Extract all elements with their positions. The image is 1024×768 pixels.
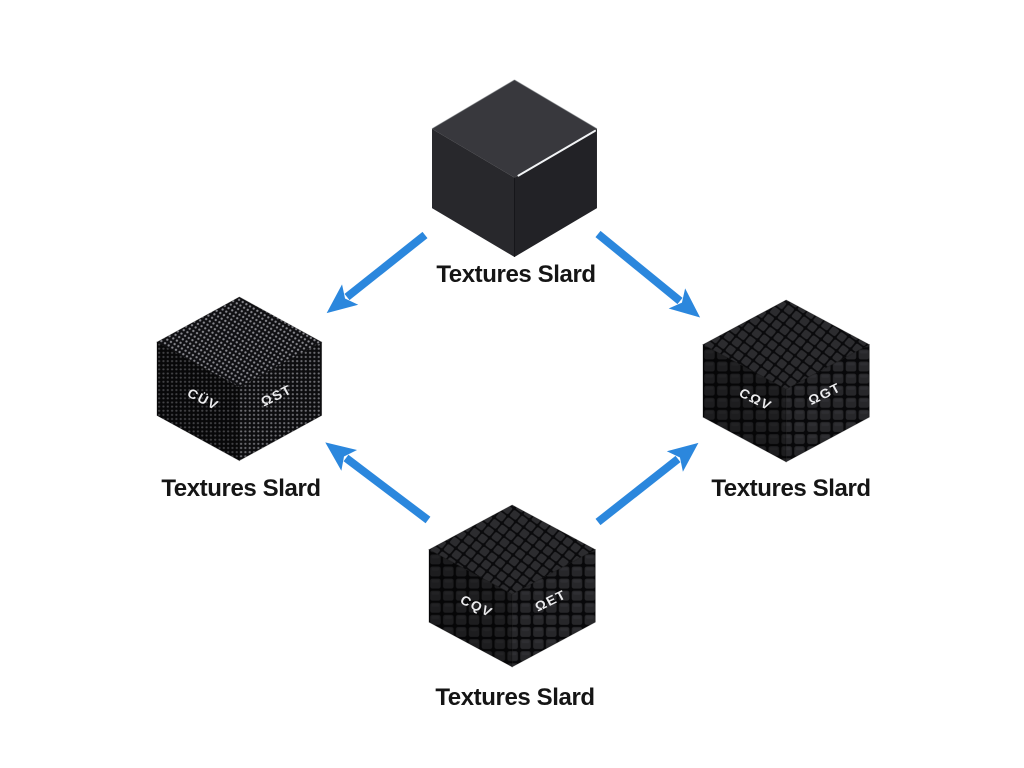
- cube-top-smooth-left-face: [432, 128, 515, 257]
- cube-right-coarse-grid: CΩV ΩGT: [702, 299, 871, 463]
- cube-bottom-right-face-shade: [512, 549, 596, 667]
- edge-soft-left: [431, 79, 515, 130]
- cube-left-right-face-shade: [239, 342, 322, 461]
- cube-left-fine-mesh: CÜV ΩST: [156, 296, 323, 462]
- label-cube-right: Textures Slard: [711, 475, 871, 502]
- arrow-bottom-to-right-icon: [595, 442, 699, 526]
- cube-bottom-coarse-grid: CQV ΩET: [428, 504, 597, 668]
- cube-bottom-left-face-shade: [429, 549, 513, 667]
- label-cube-top: Textures Slard: [436, 261, 596, 288]
- cube-left-right-face: [238, 341, 323, 462]
- label-cube-bottom: Textures Slard: [435, 684, 595, 711]
- arrow-top-to-left-icon: [326, 231, 428, 314]
- cube-right-right-face: [785, 343, 870, 463]
- cube-left-left-face-shade: [157, 342, 240, 461]
- cube-right-right-face-shade: [786, 344, 870, 462]
- edge-highlight: [517, 129, 596, 177]
- edge-soft-right: [514, 79, 598, 130]
- label-cube-left: Textures Slard: [161, 475, 321, 502]
- cube-top-smooth: [431, 79, 598, 257]
- cube-top-smooth-right-face: [514, 128, 597, 257]
- arrow-top-to-right-icon: [595, 230, 701, 318]
- cube-bottom-right-face: [511, 548, 596, 668]
- arrows-layer: [325, 230, 701, 526]
- cube-right-left-face-shade: [703, 344, 787, 462]
- arrow-bottom-to-left-icon: [325, 442, 431, 524]
